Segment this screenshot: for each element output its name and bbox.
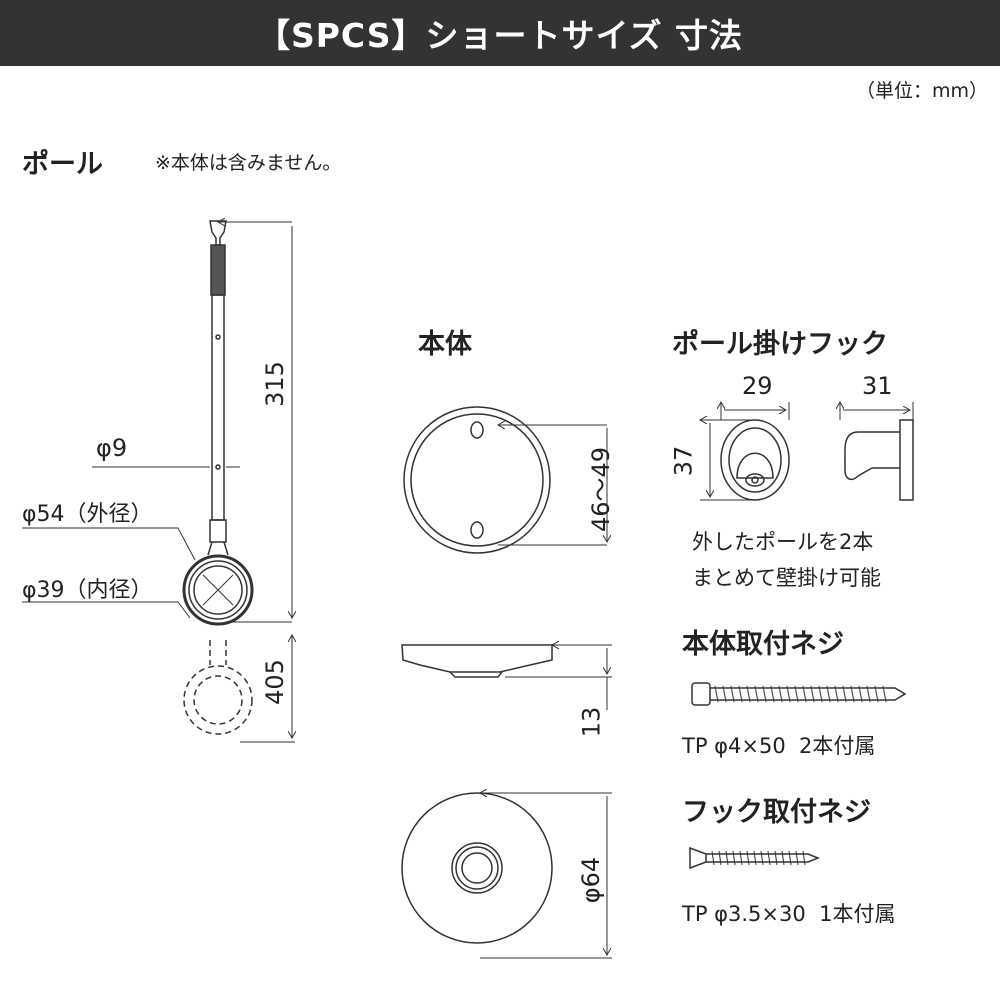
body-diameter-label: φ64 [577, 856, 606, 904]
pole-heading: ポール [22, 149, 103, 180]
pole-note: ※本体は含みません。 [155, 152, 342, 174]
hole-pitch-label: 46～49 [587, 446, 616, 533]
body-screw-spec: TP φ4×50 2本付属 [682, 734, 876, 758]
outer-diameter-label: φ54（外径） [22, 502, 153, 527]
hook-drawing [700, 402, 913, 500]
body-bottom-view [401, 793, 612, 958]
inner-diameter-label: φ39（内径） [22, 578, 153, 603]
unit-note: （単位：mm） [855, 80, 988, 102]
body-top-view [403, 406, 607, 554]
hook-screw-spec: TP φ3.5×30 1本付属 [682, 902, 896, 926]
body-height-label: 13 [577, 706, 606, 738]
hook-front-width-label: 29 [742, 372, 773, 400]
hook-note-line2: まとめて壁掛け可能 [692, 566, 881, 590]
shaft-diameter-label: φ9 [96, 434, 128, 462]
pole-length-label: 315 [260, 361, 289, 407]
hook-note-line1: 外したポールを2本 [692, 530, 874, 554]
body-heading: 本体 [418, 329, 472, 360]
pole-extended-label: 405 [260, 659, 289, 705]
hook-heading: ポール掛けフック [672, 329, 888, 360]
hook-screw-drawing [689, 846, 821, 870]
pole-drawing [22, 221, 295, 743]
page-title: 【SPCS】ショートサイズ 寸法 [0, 0, 1000, 66]
body-screw-heading: 本体取付ネジ [682, 629, 844, 660]
hook-screw-heading: フック取付ネジ [682, 797, 871, 828]
body-screw-drawing [691, 682, 907, 706]
body-side-view [401, 645, 612, 710]
hook-side-width-label: 31 [862, 372, 893, 400]
hook-height-label: 37 [669, 445, 698, 477]
